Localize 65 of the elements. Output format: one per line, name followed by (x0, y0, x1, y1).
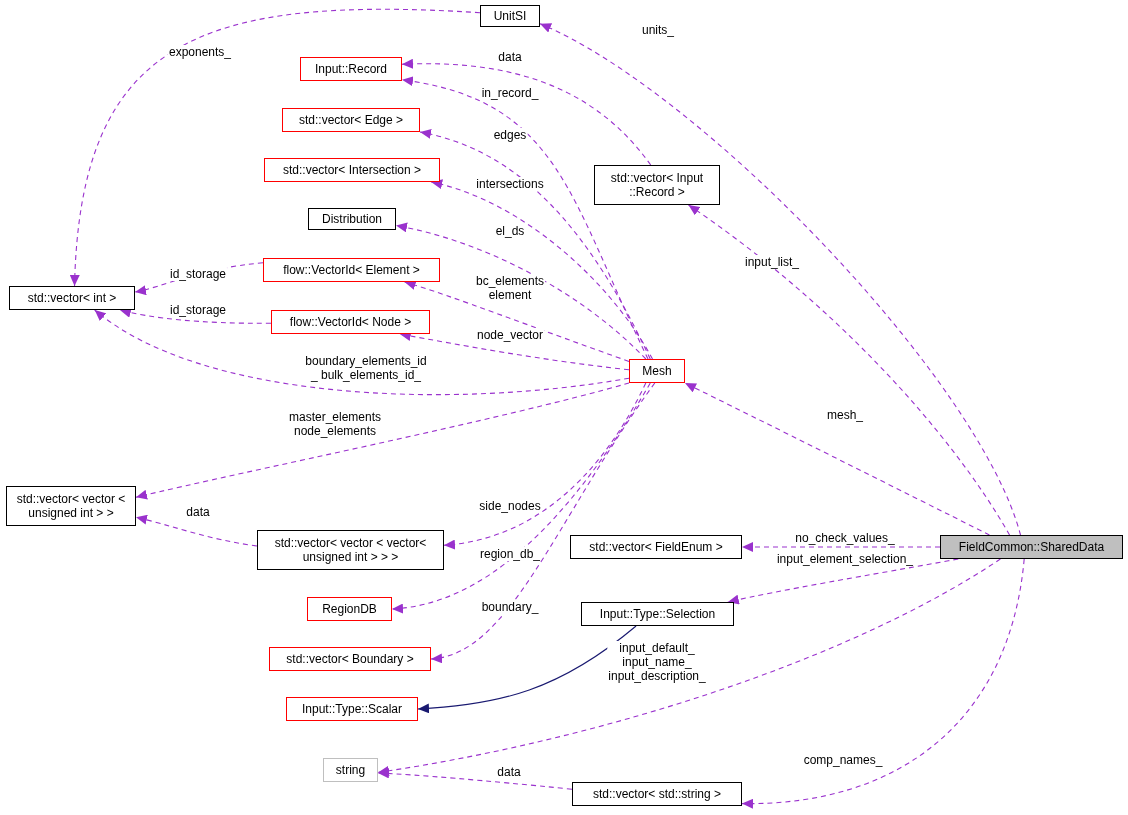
class-box: std::vector< vector < vector< unsigned int > > > (257, 530, 444, 570)
edge-label: no_check_values_ (794, 531, 896, 545)
dependency-arrow (401, 58, 652, 166)
dependency-arrow (687, 204, 1011, 536)
edge-label: in_record_ (480, 86, 540, 100)
dependency-arrow (70, 9, 481, 287)
edge-label: bc_elements element (475, 274, 545, 302)
dependency-arrow (391, 382, 651, 613)
dependency-arrow (727, 558, 959, 605)
class-box: string (323, 758, 378, 782)
edge-label: id_storage (169, 303, 227, 317)
edge-label: input_element_selection_ (775, 552, 915, 566)
class-box: std::vector< std::string > (572, 782, 742, 806)
edge-label: boundary_elements_id _ bulk_elements_id_ (304, 354, 428, 382)
dependency-arrow (135, 514, 258, 547)
edge-label: data (497, 50, 523, 64)
dependency-arrow (404, 280, 630, 362)
dependency-arrow (377, 768, 573, 790)
class-box: Input::Record (300, 57, 402, 81)
class-box: flow::VectorId< Node > (271, 310, 430, 334)
class-box: flow::VectorId< Element > (263, 258, 440, 282)
class-box: Input::Type::Scalar (286, 697, 418, 721)
dependency-arrow (741, 542, 941, 552)
dependency-arrow (395, 222, 647, 360)
class-box: std::vector< Edge > (282, 108, 420, 132)
dependency-arrow (401, 76, 649, 360)
class-box: Input::Type::Selection (581, 602, 734, 626)
class-box: std::vector< int > (9, 286, 135, 310)
edge-label: master_elements node_elements (288, 410, 382, 438)
edge-label: region_db_ (478, 547, 542, 561)
edge-label: side_nodes (478, 499, 542, 513)
class-box: std::vector< vector < unsigned int > > (6, 486, 136, 526)
edge-label: data (496, 765, 522, 779)
edge-label: intersections (475, 177, 545, 191)
class-box: std::vector< Boundary > (269, 647, 431, 671)
class-box: RegionDB (307, 597, 392, 621)
class-box: std::vector< FieldEnum > (570, 535, 742, 559)
edge-label: boundary_ (480, 600, 540, 614)
class-box: UnitSI (480, 5, 540, 27)
dependency-arrow (419, 129, 651, 360)
class-box: std::vector< Input ::Record > (594, 165, 720, 205)
dependency-arrow (539, 23, 1022, 536)
edge-label: edges (492, 128, 528, 142)
edge-label: id_storage (169, 267, 227, 281)
dependency-arrow (377, 558, 1001, 776)
edge-label: units_ (641, 23, 675, 37)
dependency-arrow (417, 625, 637, 714)
dependency-arrow (94, 309, 630, 396)
class-box: FieldCommon::SharedData (940, 535, 1123, 559)
dependency-arrow (741, 558, 1025, 809)
dependency-arrow (443, 382, 647, 549)
dependency-arrow (430, 382, 656, 662)
edge-label: data (185, 505, 211, 519)
class-box: Distribution (308, 208, 396, 230)
dependency-arrow (684, 382, 990, 536)
class-box: std::vector< Intersection > (264, 158, 440, 182)
edge-label: input_list_ (744, 255, 800, 269)
edge-label: mesh_ (826, 408, 864, 422)
edge-label: input_default_ input_name_ input_description_ (607, 641, 707, 683)
edge-label: node_vector (476, 328, 544, 342)
dependency-arrow (430, 179, 654, 360)
class-box: Mesh (629, 359, 685, 383)
edge-label: exponents_ (167, 45, 233, 59)
edge-label: el_ds (494, 224, 526, 238)
dependency-arrow (135, 382, 630, 500)
